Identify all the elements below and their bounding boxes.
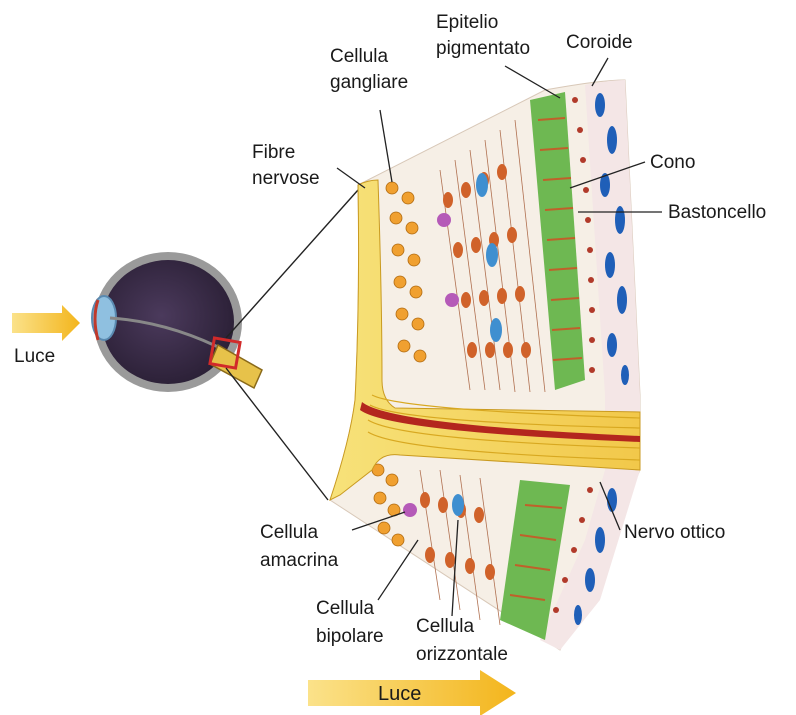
- retina-sector: [330, 80, 640, 650]
- svg-text:gangliare: gangliare: [330, 72, 408, 93]
- svg-text:bipolare: bipolare: [316, 626, 384, 647]
- svg-text:Epitelio: Epitelio: [436, 12, 498, 33]
- svg-text:amacrina: amacrina: [260, 550, 339, 571]
- luce-bottom-label: Luce: [378, 683, 421, 705]
- label-bastoncello: Bastoncello: [668, 202, 766, 223]
- svg-text:Fibre: Fibre: [252, 142, 295, 163]
- svg-text:Cellula: Cellula: [416, 616, 475, 637]
- label-coroide: Coroide: [566, 32, 633, 53]
- svg-text:Cellula: Cellula: [330, 46, 389, 67]
- luce-left-label: Luce: [14, 346, 55, 367]
- label-cellula-amacrina: Cellula amacrina: [260, 522, 339, 571]
- zoom-line-top: [226, 190, 358, 338]
- label-cono: Cono: [650, 152, 695, 173]
- svg-text:pigmentato: pigmentato: [436, 38, 530, 59]
- label-cellula-gangliare: Cellula gangliare: [330, 46, 408, 93]
- zoom-line-bottom: [226, 368, 328, 500]
- svg-text:nervose: nervose: [252, 168, 320, 189]
- svg-text:Cellula: Cellula: [260, 522, 319, 543]
- label-fibre-nervose: Fibre nervose: [252, 142, 320, 189]
- label-cellula-orizzontale: Cellula orizzontale: [416, 616, 508, 665]
- label-epitelio-pigmentato: Epitelio pigmentato: [436, 12, 530, 59]
- label-nervo-ottico: Nervo ottico: [624, 522, 725, 543]
- light-arrow-left: [12, 305, 80, 341]
- svg-text:Cellula: Cellula: [316, 598, 375, 619]
- svg-text:orizzontale: orizzontale: [416, 644, 508, 665]
- label-cellula-bipolare: Cellula bipolare: [316, 598, 384, 647]
- eye-illustration: [92, 252, 262, 392]
